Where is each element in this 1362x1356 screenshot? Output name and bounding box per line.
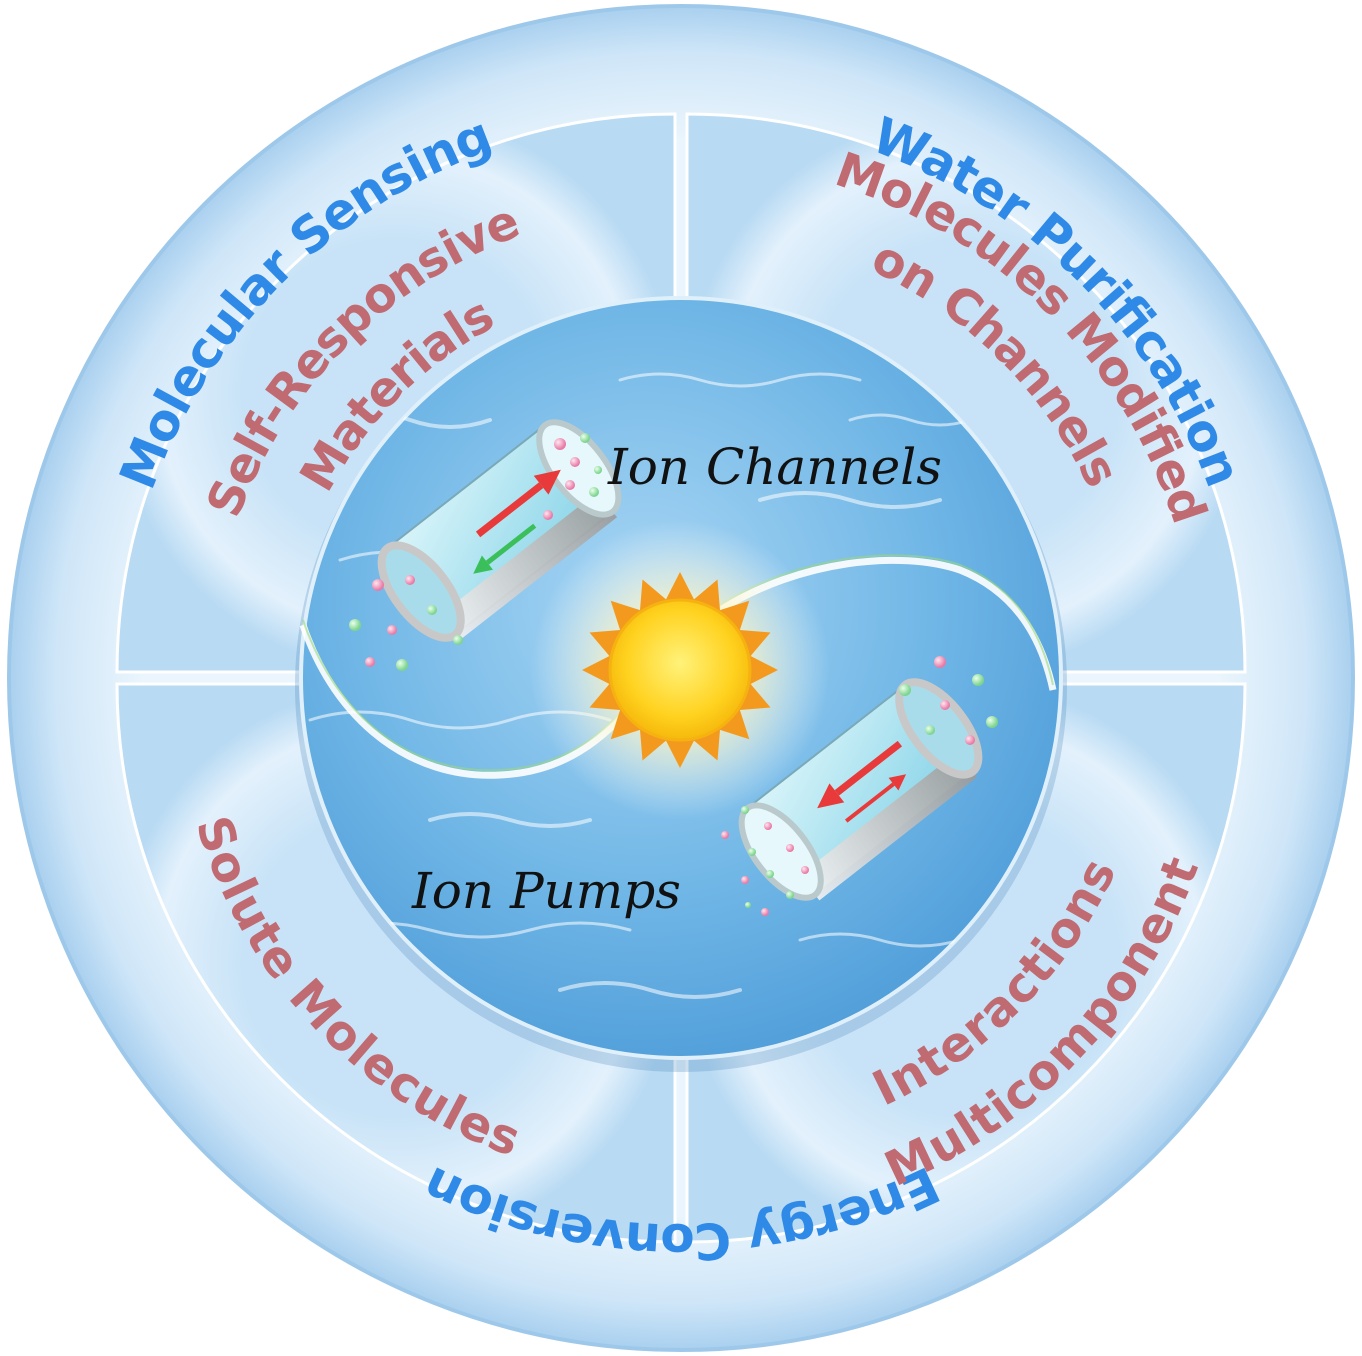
ion-particle <box>965 735 975 745</box>
ion-pump-icon <box>738 678 983 901</box>
ion-particle <box>365 657 375 667</box>
ion-particle <box>387 625 397 635</box>
ion-particle <box>748 848 756 856</box>
ion-channel-icon <box>377 419 622 642</box>
ion-particle <box>986 716 998 728</box>
ion-particle <box>934 656 946 668</box>
ion-particle <box>405 575 415 585</box>
ion-particle <box>372 579 384 591</box>
ion-particle <box>972 674 984 686</box>
ion-particle <box>741 806 749 814</box>
ion-particle <box>594 466 602 474</box>
ion-particle <box>899 684 911 696</box>
ion-particle <box>940 700 950 710</box>
ion-particle <box>801 866 809 874</box>
ion-particle <box>396 659 408 671</box>
ion-particle <box>427 605 437 615</box>
ion-particle <box>745 902 751 908</box>
sun-icon <box>530 520 830 820</box>
ion-particle <box>543 510 553 520</box>
ion-particle <box>925 725 935 735</box>
ion-particle <box>741 876 749 884</box>
ion-particle <box>580 433 590 443</box>
ion-particles <box>349 433 998 916</box>
ion-particle <box>554 438 566 450</box>
ion-particle <box>766 870 774 878</box>
ion-particle <box>589 487 599 497</box>
label-ion-pumps: Ion Pumps <box>411 862 681 920</box>
ion-particle <box>786 844 794 852</box>
ion-particle <box>349 619 361 631</box>
ion-particle <box>761 908 769 916</box>
ion-particle <box>786 891 794 899</box>
ion-particle <box>453 635 463 645</box>
ion-particle <box>764 822 772 830</box>
ion-particle <box>565 480 575 490</box>
ion-particle <box>721 831 729 839</box>
ion-particle <box>570 457 580 467</box>
label-ion-channels: Ion Channels <box>607 438 942 496</box>
